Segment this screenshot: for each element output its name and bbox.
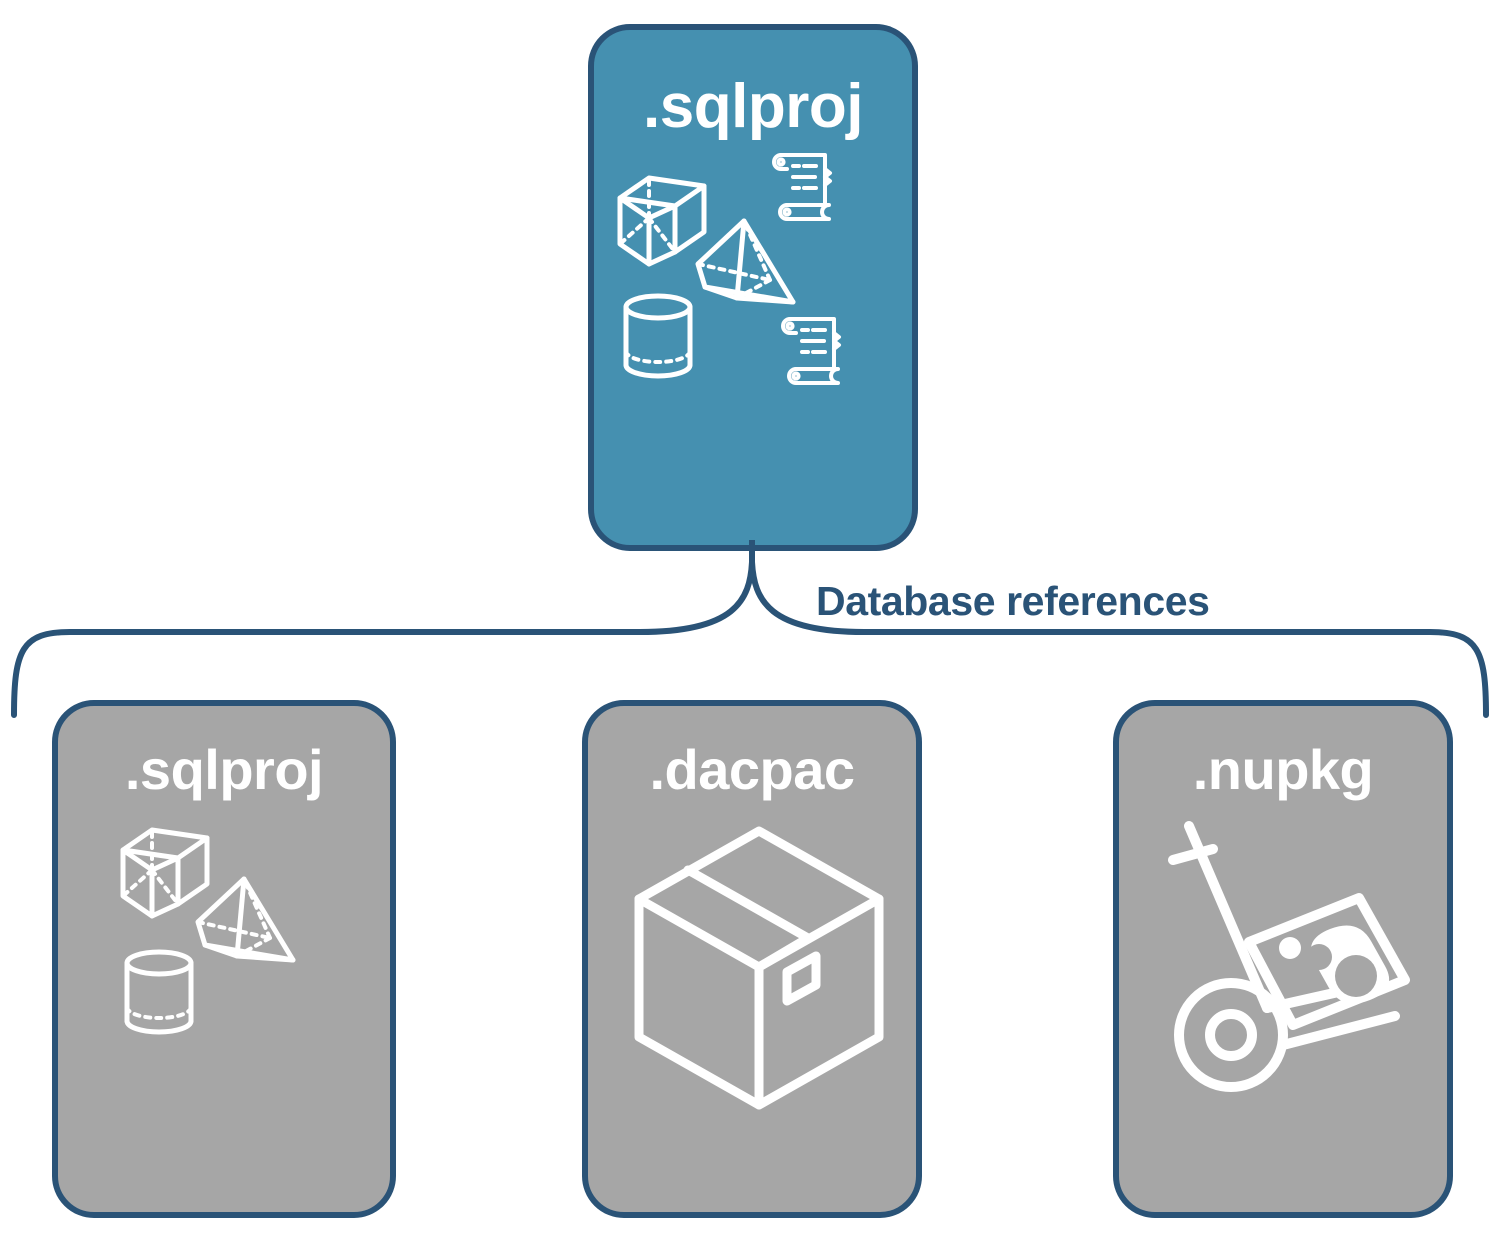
card-root-icon-area: [594, 138, 912, 545]
wireframe-cube-icon: [120, 827, 210, 919]
card-dacpac-icon-area: [588, 798, 916, 1212]
card-dacpac-title: .dacpac: [649, 738, 855, 801]
connector-label: Database references: [816, 578, 1210, 624]
scroll-icon: [781, 317, 841, 385]
package-box-icon: [634, 826, 884, 1110]
hand-truck-package-icon: [1168, 821, 1410, 1092]
card-nupkg-title: .nupkg: [1192, 738, 1374, 801]
wireframe-pyramid-icon: [695, 218, 796, 305]
card-reference-nupkg[interactable]: .nupkg: [1113, 700, 1453, 1218]
card-root-title: .sqlproj: [643, 72, 863, 141]
card-sqlproj-icon-area: [58, 798, 390, 1212]
wireframe-cylinder-icon: [124, 949, 194, 1035]
card-reference-sqlproj[interactable]: .sqlproj: [52, 700, 396, 1218]
card-root-sqlproj[interactable]: .sqlproj: [588, 24, 918, 551]
card-reference-dacpac[interactable]: .dacpac: [582, 700, 922, 1218]
card-nupkg-icon-area: [1119, 798, 1447, 1212]
wireframe-cube-icon: [617, 175, 707, 267]
wireframe-cylinder-icon: [623, 293, 693, 379]
scroll-icon: [772, 153, 832, 221]
card-sqlproj-title: .sqlproj: [124, 738, 324, 801]
wireframe-pyramid-icon: [195, 876, 296, 963]
